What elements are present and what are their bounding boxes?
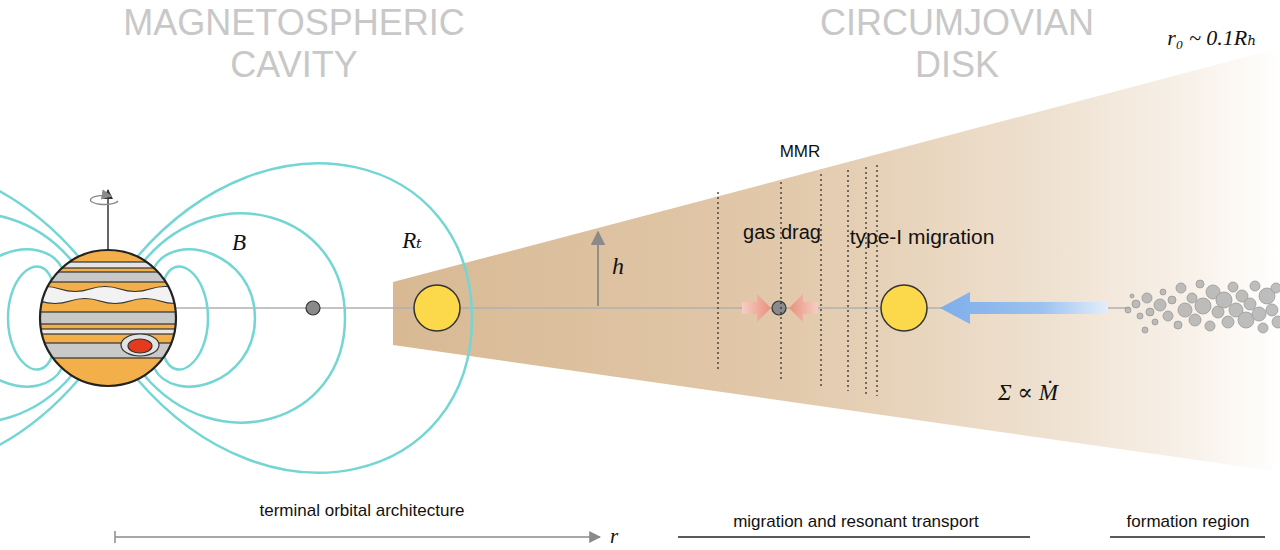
region-underline (1110, 536, 1265, 538)
particle (1174, 321, 1182, 329)
resonance-line (780, 182, 781, 380)
resonance-line (820, 174, 821, 386)
field-lines (0, 163, 472, 472)
region-caption: terminal orbital architecture (259, 501, 464, 521)
rotation-axis (107, 190, 109, 252)
rotation-arrow (90, 195, 118, 204)
region-caption: formation region (1127, 512, 1250, 532)
particle (1137, 313, 1143, 319)
particle (1189, 314, 1201, 326)
great-red-spot (128, 339, 152, 353)
field-label: B⃗ (232, 230, 264, 256)
large-moon (881, 285, 927, 331)
planet-band (30, 262, 190, 268)
particle (1154, 299, 1166, 311)
particle (1130, 294, 1134, 298)
particle (1250, 281, 1260, 291)
particle (1228, 282, 1238, 292)
resonance-line (865, 167, 866, 394)
process-label: type-I migration (850, 225, 995, 249)
axis-label: r (610, 524, 618, 549)
radius-label: r₀ ~ 0.1Rₕ (1167, 25, 1257, 51)
particle (1238, 312, 1254, 328)
particle (1196, 280, 1204, 288)
field-line (137, 163, 472, 472)
planet-outline (40, 250, 176, 386)
drag-arrow (789, 294, 818, 322)
planet-band (30, 343, 190, 358)
particle (1272, 316, 1280, 328)
resonance-label: MMR (780, 142, 821, 162)
scale-height-label: h (612, 253, 624, 280)
drag-arrow (742, 294, 771, 322)
region-underline (678, 536, 1030, 538)
particle (1142, 293, 1152, 303)
particle (1258, 323, 1268, 333)
particle (1152, 319, 1158, 325)
planet-band (30, 312, 190, 324)
particle (1176, 283, 1186, 293)
resonance-line (876, 165, 877, 396)
large-moon (414, 285, 460, 331)
disk-wedge (393, 48, 1280, 472)
planet-band (30, 287, 190, 304)
small-moon (772, 301, 786, 315)
particle (1168, 296, 1176, 304)
particle (1125, 307, 1131, 313)
region-heading: CIRCUMJOVIAN DISK (792, 2, 1122, 86)
particle (1160, 289, 1166, 295)
particle (1163, 311, 1173, 321)
particle (1271, 283, 1280, 293)
particle (1205, 321, 1215, 331)
particle (1252, 307, 1266, 321)
scale-height-arrow (597, 232, 599, 306)
particle (1178, 303, 1192, 317)
radius-axis (115, 536, 600, 538)
particle (1266, 304, 1278, 316)
particle (1142, 327, 1148, 333)
jupiter (30, 250, 190, 386)
particle (1195, 298, 1211, 314)
migration-arrow (940, 292, 1108, 324)
particle (1132, 300, 1140, 308)
truncation-radius-label: Rₜ (402, 227, 422, 254)
resonance-line (717, 192, 718, 372)
region-caption: migration and resonant transport (733, 512, 979, 532)
particle (1244, 298, 1256, 310)
region-heading: MAGNETOSPHERIC CAVITY (94, 2, 494, 86)
particle (1222, 316, 1234, 328)
surface-density-label: Σ ∝ Ṁ (998, 379, 1058, 406)
particle (1146, 308, 1154, 316)
small-moon (306, 301, 320, 315)
resonance-line (847, 170, 848, 391)
process-label: gas drag (743, 221, 821, 244)
planet-band (30, 329, 190, 334)
particle (1216, 292, 1232, 308)
particle-cloud (1125, 280, 1280, 333)
spot-halo (121, 334, 159, 356)
particle (1187, 293, 1197, 303)
resonance-lines (718, 165, 877, 396)
